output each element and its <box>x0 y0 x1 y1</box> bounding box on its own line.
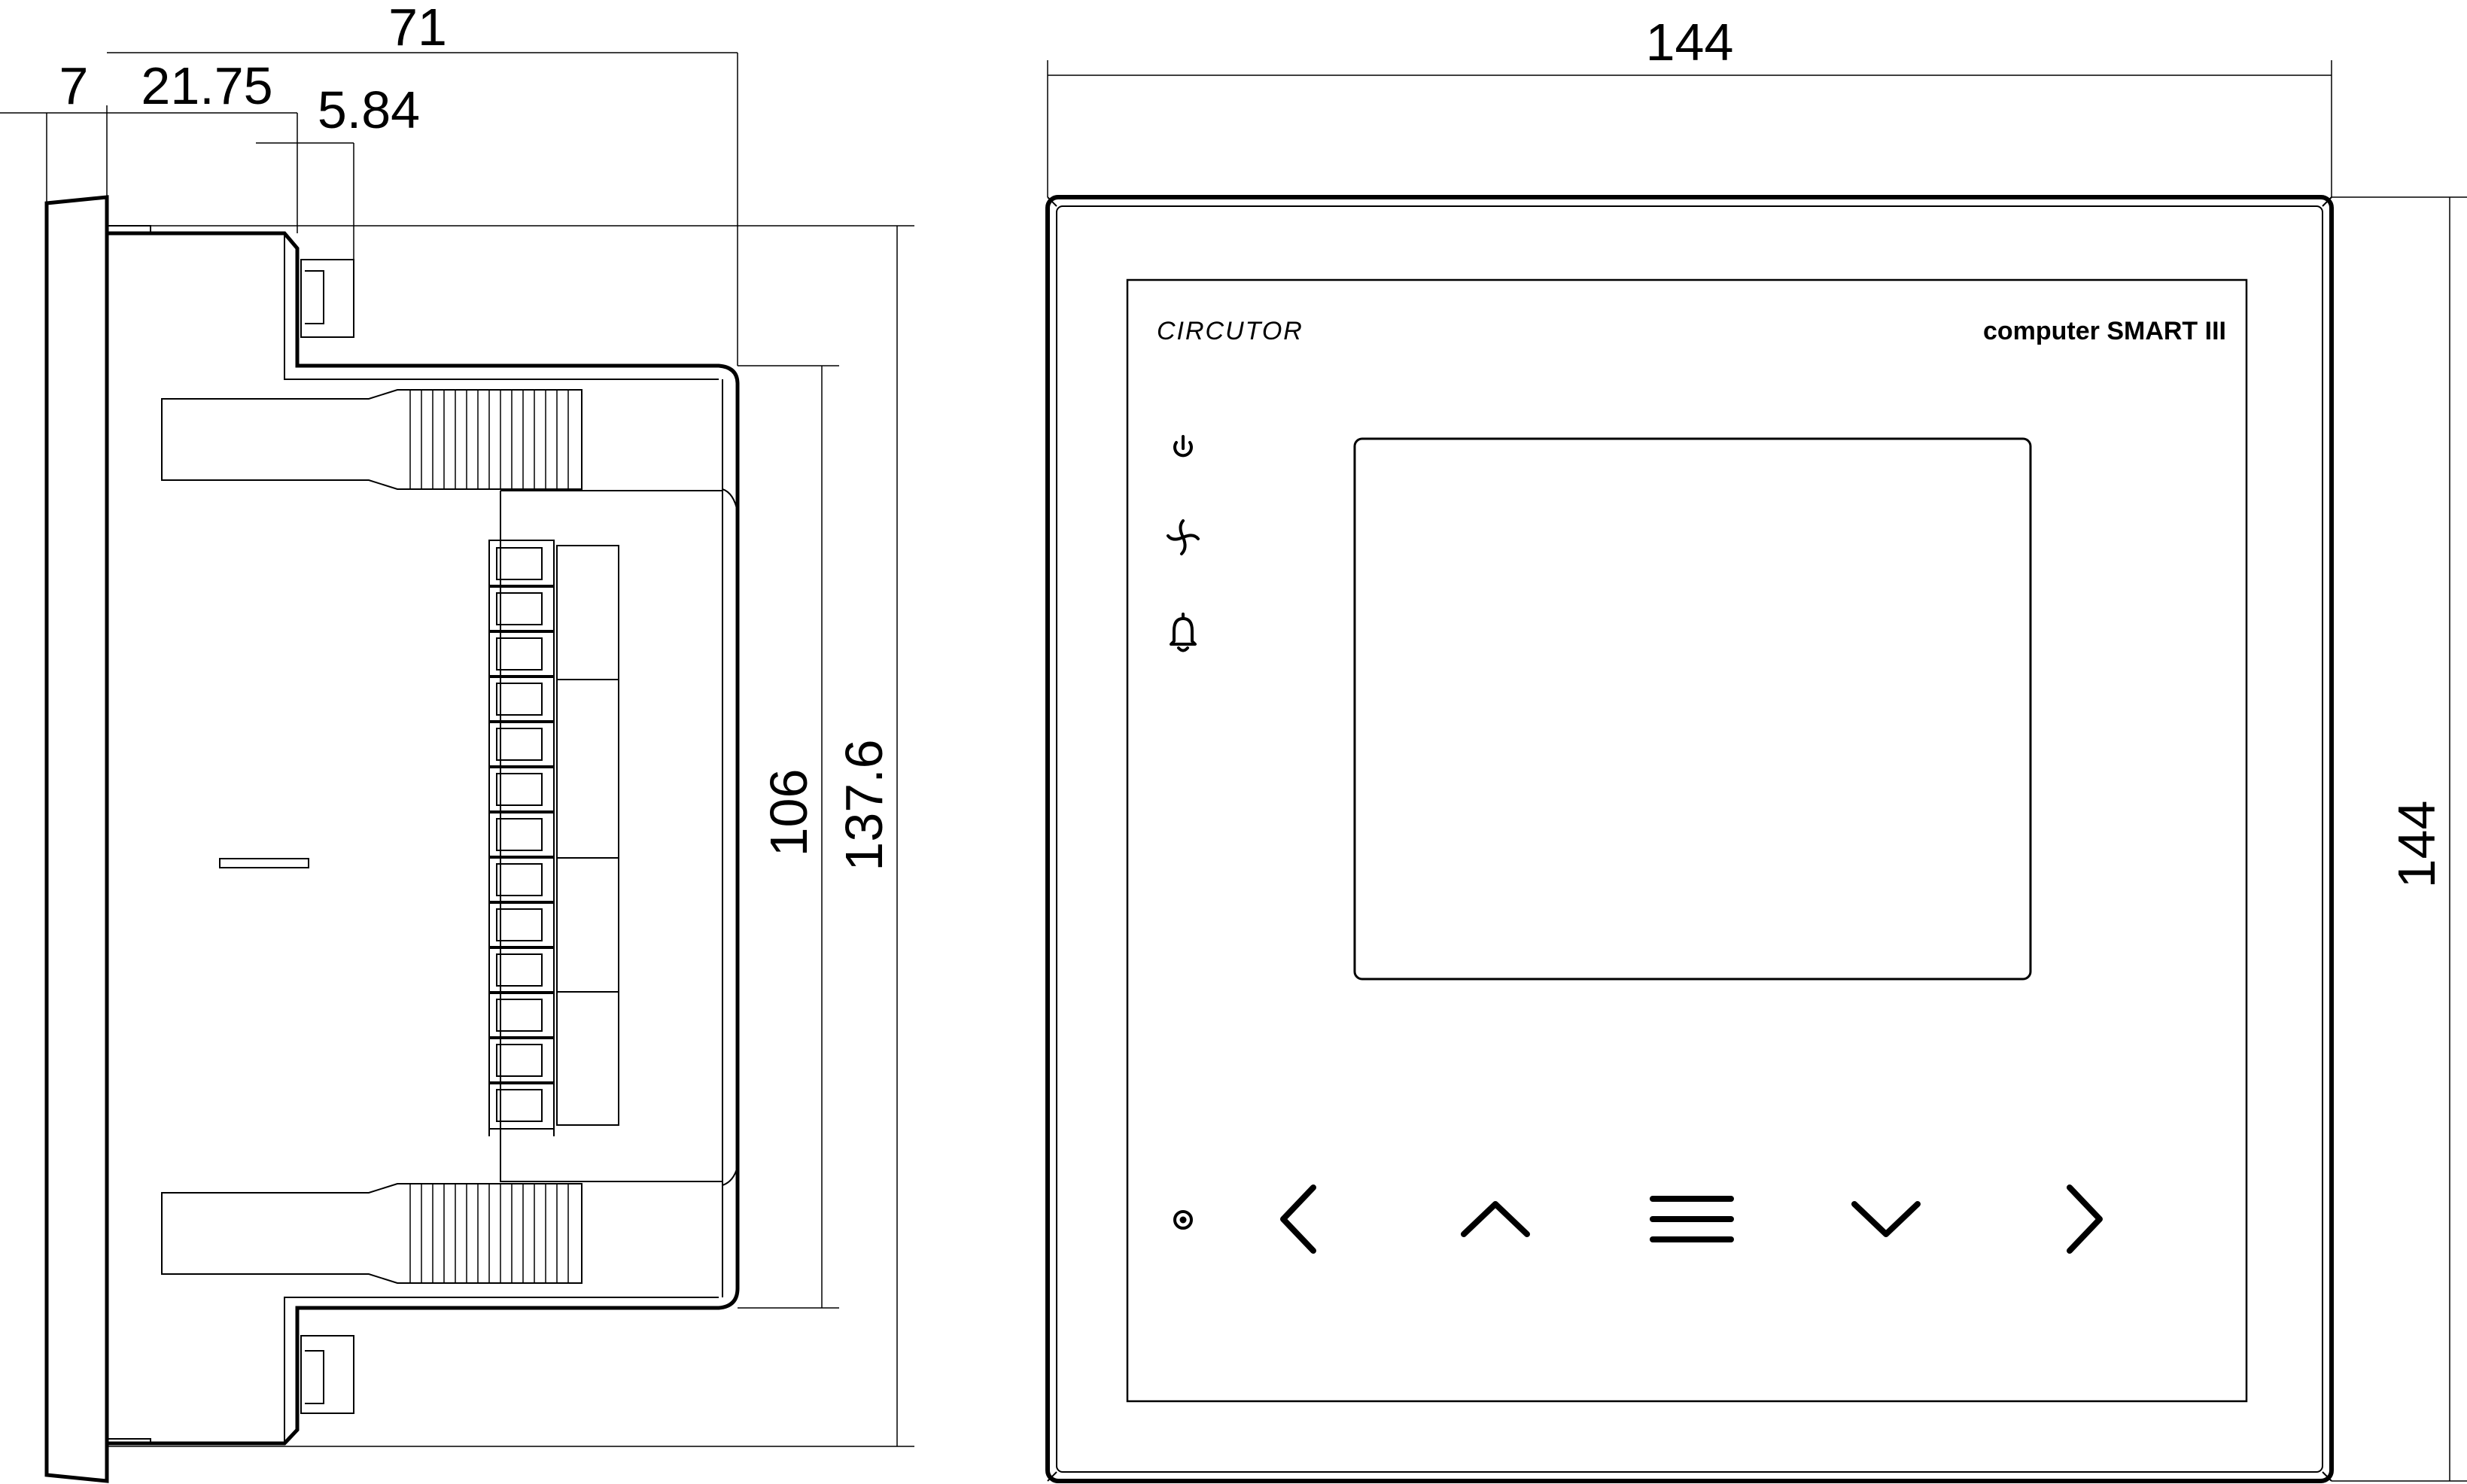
front-dimension-lines <box>1047 60 2467 1482</box>
power-icon <box>1173 435 1193 458</box>
dim-clip-width: 5.84 <box>318 81 420 139</box>
chevron-up-icon[interactable] <box>1461 1201 1530 1237</box>
front-inner-bezel <box>1056 205 2323 1473</box>
terminal <box>488 991 555 1039</box>
terminal <box>488 765 555 813</box>
chevron-down-icon[interactable] <box>1851 1201 1921 1237</box>
side-housing <box>107 231 740 1446</box>
dim-overall-depth: 71 <box>388 0 447 56</box>
side-inner-corner-top <box>722 488 738 512</box>
dot-button[interactable] <box>1173 1210 1193 1230</box>
side-inner-corner-bottom <box>722 1166 738 1186</box>
terminal <box>488 901 555 949</box>
dim-front-width: 144 <box>1646 13 1734 71</box>
terminal <box>488 1081 555 1130</box>
dim-front-height: 144 <box>2387 801 2446 889</box>
dim-overall-height: 137.6 <box>835 739 893 871</box>
brand-logo: CIRCUTOR <box>1157 317 1303 345</box>
terminal <box>488 856 555 904</box>
terminal <box>488 675 555 723</box>
front-faceplate <box>1126 278 2248 1403</box>
chevron-left-icon[interactable] <box>1280 1184 1316 1254</box>
menu-icon[interactable] <box>1650 1196 1734 1242</box>
side-terminal-block <box>556 545 619 1126</box>
side-top-bracket-ridges <box>409 390 569 489</box>
terminal <box>488 720 555 768</box>
terminal <box>488 946 555 994</box>
terminal <box>488 585 555 633</box>
terminal <box>488 1036 555 1084</box>
side-dimension-lines <box>0 52 914 1447</box>
side-top-step <box>107 225 719 380</box>
chevron-right-icon[interactable] <box>2067 1184 2103 1254</box>
side-bottom-clip <box>300 1335 354 1414</box>
front-view: CIRCUTOR computer SMART III <box>1045 13 2467 1483</box>
dim-body-height: 106 <box>759 769 818 857</box>
bell-icon <box>1170 613 1197 652</box>
side-top-bracket <box>161 389 583 490</box>
side-connector-frame <box>500 490 722 1182</box>
front-outer-bezel <box>1045 195 2334 1483</box>
dim-clip-offset: 21.75 <box>141 56 272 115</box>
side-front-bezel <box>44 195 109 1483</box>
side-view: 71 7 21.75 5.84 106 137.6 <box>0 0 914 1483</box>
side-terminals <box>488 540 555 1136</box>
terminal <box>488 630 555 678</box>
terminal <box>488 540 555 588</box>
fan-icon <box>1167 519 1200 555</box>
dim-front-thickness: 7 <box>59 56 89 115</box>
side-bottom-bracket-ridges <box>409 1184 569 1283</box>
terminal <box>488 810 555 859</box>
side-top-clip <box>300 259 354 338</box>
side-slot <box>219 858 309 868</box>
model-name: computer SMART III <box>1983 317 2226 345</box>
display-screen <box>1353 437 2032 981</box>
side-bottom-step <box>107 1297 719 1443</box>
side-bottom-bracket <box>161 1183 583 1284</box>
